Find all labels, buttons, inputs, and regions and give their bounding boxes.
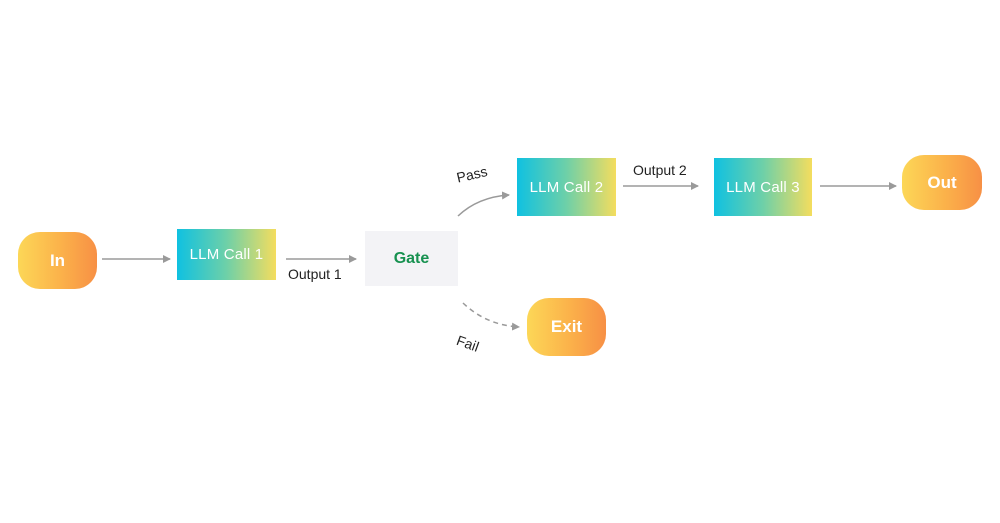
node-out-label: Out (927, 172, 957, 192)
node-in: In (18, 232, 97, 289)
node-llm-call-3-label: LLM Call 3 (726, 178, 800, 196)
node-llm-call-1: LLM Call 1 (177, 229, 276, 280)
node-llm-call-2: LLM Call 2 (517, 158, 616, 216)
node-gate: Gate (365, 231, 458, 286)
node-llm-call-3: LLM Call 3 (714, 158, 812, 216)
arrow-gate-to-llm2-pass (457, 191, 510, 217)
node-gate-label: Gate (393, 249, 430, 267)
node-llm-call-1-label: LLM Call 1 (189, 246, 264, 263)
node-exit-label: Exit (550, 317, 583, 336)
node-llm-call-2-label: LLM Call 2 (529, 178, 604, 196)
edge-label-output-1: Output 1 (288, 266, 342, 282)
edge-label-output-2: Output 2 (633, 162, 687, 178)
node-in-label: In (49, 250, 66, 270)
arrow-gate-to-exit-fail (462, 302, 520, 331)
node-out: Out (902, 155, 982, 210)
node-exit: Exit (527, 298, 606, 356)
